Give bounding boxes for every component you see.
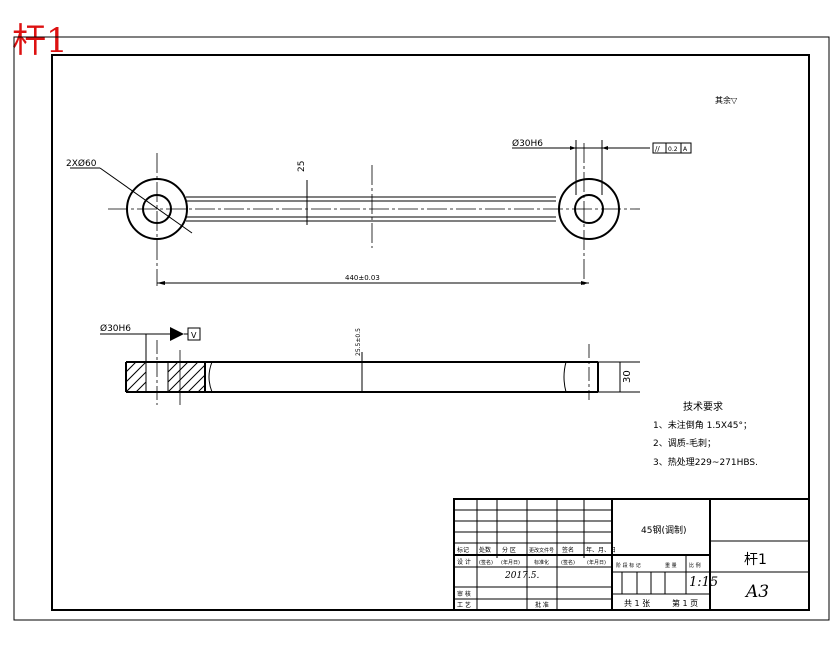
top-view: 2XØ60 25 440±0.03 Ø30H6 // 0.2 A	[66, 138, 692, 286]
part-name: 杆1	[744, 552, 767, 568]
svg-text:(签名): (签名)	[479, 559, 493, 566]
thickness-dim: 30	[622, 370, 633, 383]
tech-item-3: 3、热处理229~271HBS.	[653, 456, 758, 468]
svg-text:标记: 标记	[457, 546, 469, 554]
surface-note: 其余▽	[715, 95, 738, 105]
right-hole	[574, 194, 604, 224]
tech-item-1: 1、未注倒角 1.5X45°；	[653, 419, 752, 431]
svg-text:(年月日): (年月日)	[587, 559, 606, 566]
svg-text:年、月、日: 年、月、日	[586, 546, 616, 554]
section-hatch	[125, 361, 206, 393]
datum-triangle	[170, 327, 184, 341]
inner-border	[51, 54, 810, 611]
sheet-no: 第 1 页	[672, 598, 698, 608]
svg-text:(签名): (签名)	[561, 559, 575, 566]
tech-title: 技术要求	[683, 400, 723, 413]
sheet-total: 共 1 张	[624, 599, 650, 608]
svg-text:0.2: 0.2	[668, 146, 678, 153]
scale: 1:15	[689, 575, 718, 590]
svg-text:阶 段 标 记: 阶 段 标 记	[616, 562, 641, 569]
bore-top-dim: Ø30H6	[512, 138, 543, 149]
paper-size: A3	[744, 582, 769, 602]
svg-text:分 区: 分 区	[502, 546, 516, 554]
svg-text:批 准: 批 准	[535, 601, 549, 609]
svg-text://: //	[655, 145, 660, 153]
svg-text:A: A	[683, 146, 688, 153]
holes-dim: 2XØ60	[66, 158, 97, 169]
datum-label: V	[191, 331, 197, 340]
title-block: 45钢(调制) 杆1 A3 1:15 2017.5. 共 1 张 第 1 页 标…	[453, 498, 810, 611]
bore-side-dim: Ø30H6	[100, 323, 131, 334]
svg-text:标准化: 标准化	[534, 559, 549, 566]
svg-text:工 艺: 工 艺	[457, 601, 471, 609]
svg-text:签名: 签名	[562, 546, 574, 554]
svg-text:比 例: 比 例	[689, 562, 701, 569]
tol-dim: 25.5±0.5	[355, 328, 362, 356]
side-view: Ø30H6 V 25.5±0.5 30	[100, 323, 640, 405]
svg-text:审 核: 审 核	[457, 590, 471, 598]
outer-border	[13, 36, 830, 621]
svg-text:更改文件号: 更改文件号	[529, 547, 554, 554]
svg-text:重 量: 重 量	[665, 562, 677, 569]
svg-text:(年月日): (年月日)	[501, 559, 520, 566]
tech-requirements: 技术要求 1、未注倒角 1.5X45°； 2、调质-毛刺； 3、热处理229~2…	[653, 400, 758, 468]
tech-item-2: 2、调质-毛刺；	[653, 437, 716, 449]
left-hole	[142, 194, 172, 224]
left-boss	[126, 178, 188, 240]
tolerance-frame: // 0.2 A	[652, 142, 692, 154]
svg-text:设 计: 设 计	[457, 558, 471, 566]
length-dim: 440±0.03	[345, 274, 380, 282]
svg-text:处数: 处数	[479, 546, 491, 554]
right-boss	[558, 178, 620, 240]
width-dim: 25	[297, 161, 307, 172]
material: 45钢(调制)	[641, 524, 686, 536]
date: 2017.5.	[504, 571, 539, 581]
